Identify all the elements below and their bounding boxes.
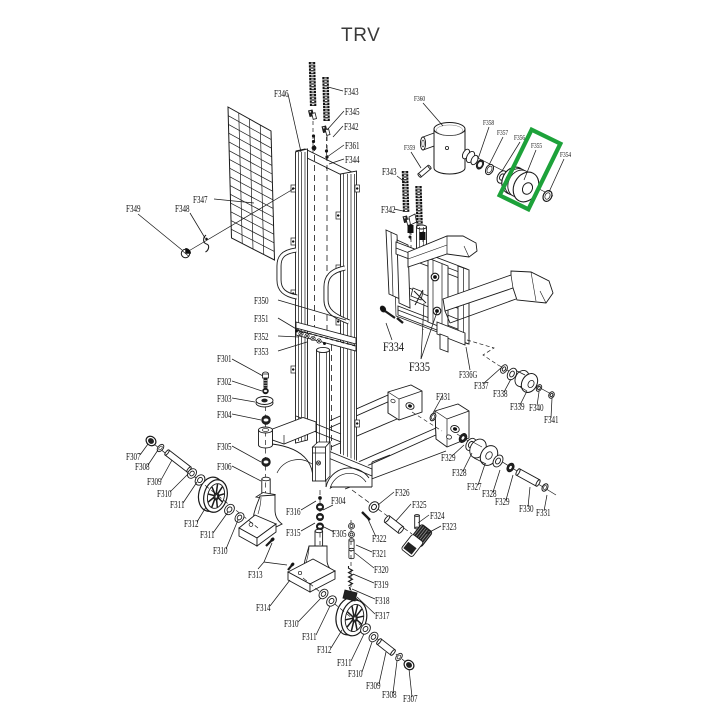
svg-text:F353: F353 — [254, 347, 269, 358]
svg-text:F360: F360 — [414, 95, 425, 103]
svg-text:F303: F303 — [217, 394, 232, 405]
svg-text:F335: F335 — [409, 359, 430, 374]
svg-text:F313: F313 — [248, 570, 263, 581]
svg-text:F342: F342 — [381, 205, 396, 216]
svg-text:F301: F301 — [217, 354, 232, 365]
svg-text:F320: F320 — [374, 565, 389, 576]
svg-text:F307: F307 — [126, 452, 141, 463]
svg-text:F318: F318 — [375, 596, 390, 607]
svg-text:F308: F308 — [382, 690, 397, 701]
svg-text:F331: F331 — [536, 508, 551, 519]
svg-text:TRV: TRV — [341, 25, 380, 46]
svg-text:F346: F346 — [274, 89, 289, 100]
svg-text:F315: F315 — [286, 528, 301, 539]
svg-text:F324: F324 — [430, 511, 445, 522]
svg-text:F339: F339 — [510, 402, 525, 413]
svg-text:F308: F308 — [135, 462, 150, 473]
svg-text:F328: F328 — [452, 468, 467, 479]
svg-text:F311: F311 — [302, 632, 317, 643]
svg-text:F351: F351 — [254, 314, 269, 325]
svg-text:F304: F304 — [217, 410, 232, 421]
svg-text:F309: F309 — [147, 477, 162, 488]
svg-text:F355: F355 — [531, 142, 542, 150]
svg-text:F357: F357 — [497, 129, 508, 137]
svg-text:F305: F305 — [332, 529, 347, 540]
svg-text:F311: F311 — [337, 658, 352, 669]
svg-text:F359: F359 — [404, 144, 415, 152]
svg-text:F347: F347 — [193, 195, 208, 206]
svg-text:F337: F337 — [474, 381, 489, 392]
svg-text:F350: F350 — [254, 296, 269, 307]
svg-text:F310: F310 — [348, 669, 363, 680]
svg-text:F316: F316 — [286, 507, 301, 518]
svg-text:F302: F302 — [217, 377, 232, 388]
svg-text:F312: F312 — [184, 519, 199, 530]
svg-text:F331: F331 — [436, 392, 451, 403]
svg-text:F319: F319 — [374, 580, 389, 591]
svg-text:F342: F342 — [344, 122, 359, 133]
svg-text:F343: F343 — [344, 87, 359, 98]
svg-text:F323: F323 — [442, 522, 457, 533]
svg-text:F304: F304 — [331, 496, 346, 507]
svg-text:F338: F338 — [493, 389, 508, 400]
svg-text:F349: F349 — [126, 204, 141, 215]
svg-text:F305: F305 — [217, 442, 232, 453]
svg-text:F329: F329 — [495, 497, 510, 508]
svg-text:F309: F309 — [366, 681, 381, 692]
svg-text:F307: F307 — [403, 694, 418, 705]
svg-text:F330: F330 — [519, 504, 534, 515]
svg-text:F340: F340 — [529, 403, 544, 414]
svg-text:F311: F311 — [170, 500, 185, 511]
svg-text:F356: F356 — [514, 134, 525, 142]
svg-text:F358: F358 — [483, 119, 494, 127]
svg-text:F314: F314 — [256, 603, 271, 614]
svg-text:F327: F327 — [467, 482, 482, 493]
svg-text:F311: F311 — [200, 530, 215, 541]
svg-text:F325: F325 — [412, 500, 427, 511]
svg-text:F306: F306 — [217, 462, 232, 473]
svg-text:F317: F317 — [375, 611, 390, 622]
svg-text:F334: F334 — [383, 339, 404, 354]
svg-text:F328: F328 — [482, 489, 497, 500]
svg-text:F329: F329 — [441, 453, 456, 464]
svg-text:F354: F354 — [560, 151, 571, 159]
svg-text:F344: F344 — [345, 155, 360, 166]
svg-text:F322: F322 — [372, 534, 387, 545]
svg-text:F345: F345 — [345, 107, 360, 118]
svg-text:F341: F341 — [544, 415, 559, 426]
svg-text:F326: F326 — [395, 488, 410, 499]
svg-text:F348: F348 — [175, 204, 190, 215]
svg-text:F352: F352 — [254, 332, 269, 343]
svg-text:F336G: F336G — [459, 370, 478, 381]
svg-text:F321: F321 — [372, 549, 387, 560]
svg-text:F361: F361 — [345, 141, 360, 152]
svg-text:F310: F310 — [157, 489, 172, 500]
svg-text:F310: F310 — [284, 619, 299, 630]
svg-text:F310: F310 — [213, 546, 228, 557]
svg-text:F312: F312 — [317, 645, 332, 656]
svg-text:F343: F343 — [382, 167, 397, 178]
